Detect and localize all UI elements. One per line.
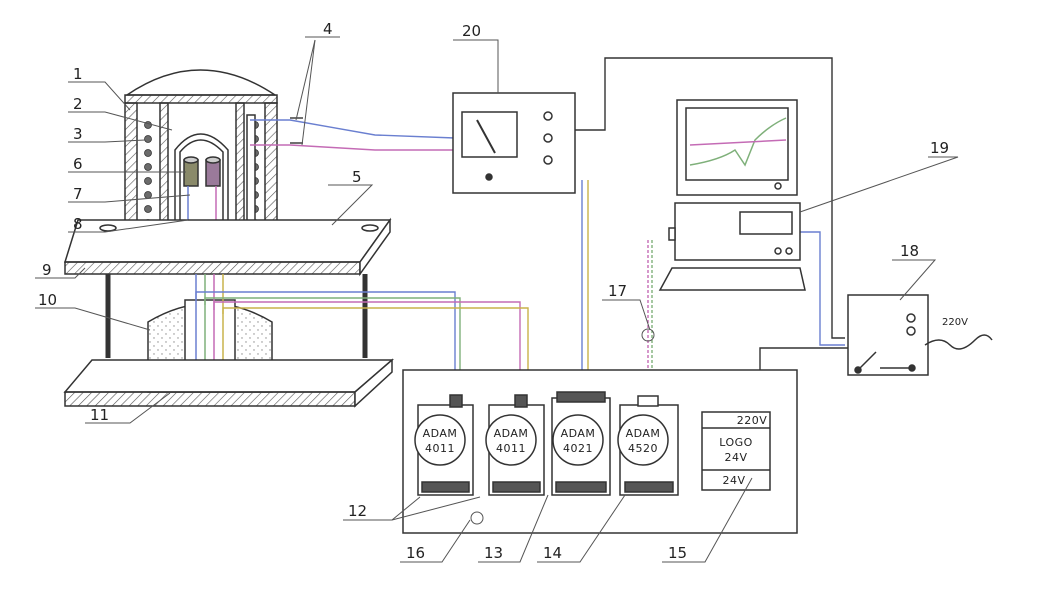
meter-knob-3 <box>543 155 553 165</box>
callout-8: 8 <box>73 215 83 233</box>
adam-module-1 <box>414 394 474 496</box>
crucible-right <box>205 159 221 187</box>
module-2-model: 4011 <box>496 442 526 455</box>
callout-4: 4 <box>323 20 333 38</box>
adam-module-4 <box>617 395 679 496</box>
meter-knob-2 <box>543 133 553 143</box>
computer <box>658 99 806 291</box>
callout-2: 2 <box>73 95 83 113</box>
callout-13: 13 <box>484 544 503 562</box>
meter-display <box>461 111 518 158</box>
callout-14: 14 <box>543 544 562 562</box>
logo-power-module <box>701 411 771 491</box>
heating-coil-left <box>144 121 152 227</box>
callout-5: 5 <box>352 168 362 186</box>
furnace-lid <box>124 69 278 96</box>
callout-18: 18 <box>900 242 919 260</box>
module-4-model: 4520 <box>628 442 658 455</box>
module-1-name: ADAM <box>423 427 458 440</box>
mains-plug <box>924 334 993 350</box>
callout-19: 19 <box>930 139 949 157</box>
plate-edge <box>64 261 361 275</box>
meter-knob-1 <box>543 111 553 121</box>
callout-1: 1 <box>73 65 83 83</box>
module-4-name: ADAM <box>626 427 661 440</box>
module-2-name: ADAM <box>494 427 529 440</box>
callout-11: 11 <box>90 406 109 424</box>
logo-voltage: 24V <box>724 451 747 464</box>
connector-17 <box>641 328 655 342</box>
callout-9: 9 <box>42 261 52 279</box>
thermocouple-leads <box>250 117 456 151</box>
callout-17: 17 <box>608 282 627 300</box>
furnace-assembly <box>63 69 395 408</box>
module-3-name: ADAM <box>561 427 596 440</box>
adam-module-2 <box>485 394 545 496</box>
logo-top-label: 220V <box>737 414 768 427</box>
keyboard <box>658 267 806 291</box>
callout-7: 7 <box>73 185 83 203</box>
callout-20: 20 <box>462 22 481 40</box>
module-3-model: 4021 <box>563 442 593 455</box>
temperature-meter <box>452 92 576 194</box>
callout-leaders <box>35 36 959 563</box>
crucible-left <box>183 159 199 187</box>
power-switch-box <box>847 294 993 376</box>
callout-6: 6 <box>73 155 83 173</box>
mains-label: 220V <box>942 317 968 328</box>
ground-plate <box>63 359 395 393</box>
module-1-model: 4011 <box>425 442 455 455</box>
adam-module-3 <box>551 391 611 496</box>
callout-12: 12 <box>348 502 367 520</box>
logo-name: LOGO <box>719 436 753 449</box>
callout-15: 15 <box>668 544 687 562</box>
connector-16 <box>470 511 484 525</box>
callout-16: 16 <box>406 544 425 562</box>
callout-10: 10 <box>38 291 57 309</box>
callout-3: 3 <box>73 125 83 143</box>
adam-modules <box>414 391 771 496</box>
logo-bottom-label: 24V <box>722 474 745 487</box>
lid-band <box>124 94 278 104</box>
